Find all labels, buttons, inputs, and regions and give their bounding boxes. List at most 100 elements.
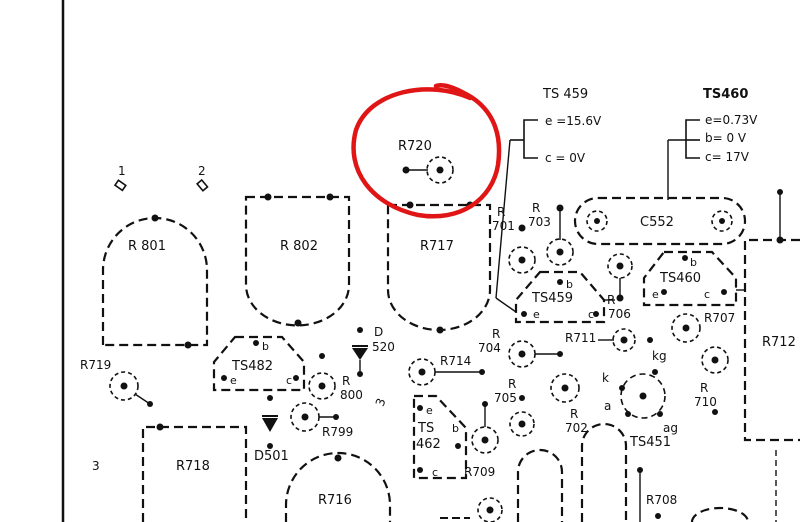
transistor-ts462: TS 462 e b c bbox=[412, 394, 468, 480]
label-r800-r: R bbox=[342, 374, 350, 388]
resistor-r714: R714 bbox=[408, 354, 485, 386]
transistor-ts451: kg k a ag TS451 bbox=[602, 349, 678, 450]
label-r707: R707 bbox=[704, 311, 735, 325]
ts482-pin-e: e bbox=[230, 374, 237, 387]
component-outline-bottom-3 bbox=[690, 506, 750, 522]
resistor-r704: R 704 bbox=[478, 327, 563, 368]
ts460-pin-e: e bbox=[652, 288, 659, 301]
label-r703-r: R bbox=[532, 201, 540, 215]
resistor-r707: R707 bbox=[671, 311, 735, 343]
ts460-voltage-c: c= 17V bbox=[705, 150, 750, 164]
red-circle-highlight bbox=[351, 83, 502, 219]
label-r706-n: 706 bbox=[608, 307, 631, 321]
resistor-r703 bbox=[546, 204, 574, 266]
pad-ring-bottom bbox=[477, 497, 503, 522]
resistor-r719: R719 bbox=[80, 358, 153, 407]
label-r704-n: 704 bbox=[478, 341, 501, 355]
label-r712: R712 bbox=[762, 335, 796, 350]
ts462-pin-b: b bbox=[452, 422, 459, 435]
ts459-pin-b: b bbox=[566, 278, 573, 291]
ts462-pin-e: e bbox=[426, 404, 433, 417]
ts482-pin-c: c bbox=[286, 374, 292, 387]
resistor-r710: R 710 bbox=[694, 346, 729, 415]
resistor-r711: R711 bbox=[565, 328, 653, 352]
resistor-r800: R 800 bbox=[308, 353, 363, 402]
label-r801: R 801 bbox=[128, 239, 166, 254]
resistor-r716: R716 bbox=[284, 451, 392, 522]
resistor-r708: R708 bbox=[637, 467, 677, 522]
resistor-r705: R 705 bbox=[494, 377, 535, 437]
label-r705-r: R bbox=[508, 377, 516, 391]
label-r718: R718 bbox=[176, 459, 210, 474]
ts459-voltage-callout: TS 459 e =15.6V c = 0V bbox=[495, 87, 602, 299]
resistor-r718: R718 bbox=[141, 423, 248, 522]
resistor-r720: R720 bbox=[398, 139, 454, 184]
mark-3-left: 3 bbox=[92, 459, 100, 473]
label-r702-r: R bbox=[570, 407, 578, 421]
label-ts451: TS451 bbox=[629, 435, 671, 450]
label-ts462-ts: TS bbox=[417, 421, 434, 436]
label-r708: R708 bbox=[646, 493, 677, 507]
jumper-1 bbox=[113, 179, 127, 192]
resistor-r701 bbox=[508, 224, 536, 274]
ts460-pin-b: b bbox=[690, 256, 697, 269]
ts460-voltage-e: e=0.73V bbox=[705, 113, 758, 127]
ts451-pin-ag: ag bbox=[663, 421, 678, 435]
ts459-pin-c: c bbox=[588, 308, 594, 321]
label-r709: R709 bbox=[464, 465, 495, 479]
label-d520-n: 520 bbox=[372, 340, 395, 354]
ts460-pin-c: c bbox=[704, 288, 710, 301]
label-ts459: TS459 bbox=[531, 291, 573, 306]
label-r710-r: R bbox=[700, 381, 708, 395]
mark-3-mid: 3 bbox=[373, 396, 389, 408]
ts482-pin-b: b bbox=[262, 340, 269, 353]
label-ts460: TS460 bbox=[659, 271, 701, 286]
label-r702-n: 702 bbox=[565, 421, 588, 435]
label-r710-n: 710 bbox=[694, 395, 717, 409]
label-ts462-n: 462 bbox=[416, 437, 441, 452]
label-r701-r: R bbox=[497, 205, 505, 219]
component-outline-bottom-2 bbox=[580, 422, 628, 522]
label-r701-n: 701 bbox=[492, 219, 515, 233]
label-r714: R714 bbox=[440, 354, 471, 368]
label-r704-r: R bbox=[492, 327, 500, 341]
ts451-pin-kg: kg bbox=[652, 349, 667, 363]
resistor-r702: R 702 bbox=[550, 373, 588, 435]
label-ts482: TS482 bbox=[231, 359, 273, 374]
label-d501: D501 bbox=[254, 449, 289, 464]
ts459-voltage-e: e =15.6V bbox=[545, 114, 602, 128]
label-r802: R 802 bbox=[280, 239, 318, 254]
label-d520-d: D bbox=[374, 325, 383, 339]
resistor-r709: R709 bbox=[464, 401, 499, 479]
ts451-pin-k: k bbox=[602, 371, 609, 385]
ts460-voltage-b: b= 0 V bbox=[705, 131, 747, 145]
resistor-r801: R 801 bbox=[101, 214, 209, 349]
transistor-ts459: TS459 b e c bbox=[514, 270, 606, 324]
pad-bottom bbox=[486, 506, 494, 514]
label-c552: C552 bbox=[640, 215, 674, 230]
ts462-pin-c: c bbox=[432, 466, 438, 479]
label-r719: R719 bbox=[80, 358, 111, 372]
ts459-pin-e: e bbox=[533, 308, 540, 321]
ts451-pin-a: a bbox=[604, 399, 611, 413]
ts459-voltage-c: c = 0V bbox=[545, 151, 586, 165]
resistor-r802: R 802 bbox=[244, 193, 351, 327]
label-r799: R799 bbox=[322, 425, 353, 439]
mark-2: 2 bbox=[198, 164, 206, 178]
trace-ts459 bbox=[495, 297, 517, 313]
transistor-ts460: TS460 b e c bbox=[642, 250, 738, 307]
label-r717: R717 bbox=[420, 239, 454, 254]
capacitor-c552: C552 bbox=[573, 196, 747, 246]
pad-r712-top bbox=[777, 189, 783, 195]
resistor-r799: R799 bbox=[290, 402, 353, 439]
component-outline-bottom-1 bbox=[516, 448, 564, 522]
mark-1: 1 bbox=[118, 164, 126, 178]
label-r716: R716 bbox=[318, 493, 352, 508]
ts459-title: TS 459 bbox=[542, 87, 588, 102]
resistor-r706: R 706 bbox=[607, 253, 633, 321]
jumper-2 bbox=[196, 178, 209, 192]
label-r703-n: 703 bbox=[528, 215, 551, 229]
label-r705-n: 705 bbox=[494, 391, 517, 405]
